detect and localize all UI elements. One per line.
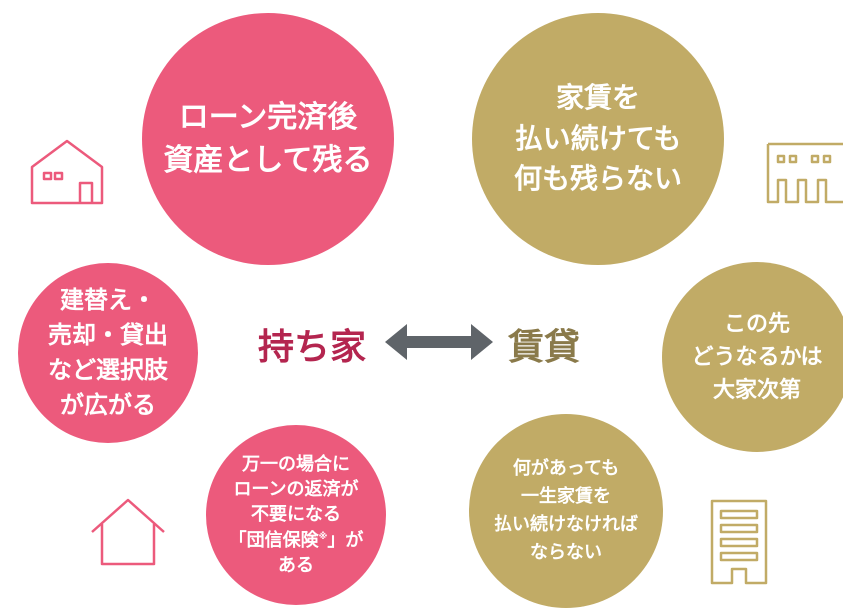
house-outline-icon <box>30 139 104 205</box>
owned-asset-text: ローン完済後 資産として残る <box>163 99 373 179</box>
home-outline-icon <box>91 498 165 566</box>
rent-label: 賃貸 <box>508 327 581 368</box>
rent-keep-paying-circle: 何があっても 一生家賃を 払い続けなければ ならない <box>469 414 663 608</box>
insurance-text-post: 」が ある <box>278 529 364 576</box>
rent-nothing-left-circle: 家賃を 払い続けても 何も残らない <box>472 13 724 265</box>
owned-insurance-circle: 万一の場合に ローンの返済が 不要になる 「団信保険※」が ある <box>206 425 386 605</box>
insurance-note-mark: ※ <box>318 531 328 542</box>
owned-options-text: 建替え・ 売却・貸出 など選択肢 が広がる <box>48 286 168 419</box>
building-outline-icon <box>710 499 768 585</box>
owned-asset-circle: ローン完済後 資産として残る <box>142 13 394 265</box>
owned-options-circle: 建替え・ 売却・貸出 など選択肢 が広がる <box>18 263 198 443</box>
owned-insurance-text: 万一の場合に ローンの返済が 不要になる 「団信保険※」が ある <box>229 452 364 578</box>
rent-landlord-circle: この先 どうなるかは 大家次第 <box>662 262 843 452</box>
owned-home-label: 持ち家 <box>258 327 367 368</box>
insurance-text-pre: 万一の場合に ローンの返済が 不要になる 「団信保険 <box>228 454 359 551</box>
rent-landlord-text: この先 どうなるかは 大家次第 <box>691 311 823 403</box>
rent-keep-paying-text: 何があっても 一生家賃を 払い続けなければ ならない <box>494 458 638 563</box>
rent-nothing-left-text: 家賃を 払い続けても 何も残らない <box>513 81 682 196</box>
double-arrow-icon <box>385 324 493 360</box>
apartment-outline-icon <box>766 142 843 204</box>
